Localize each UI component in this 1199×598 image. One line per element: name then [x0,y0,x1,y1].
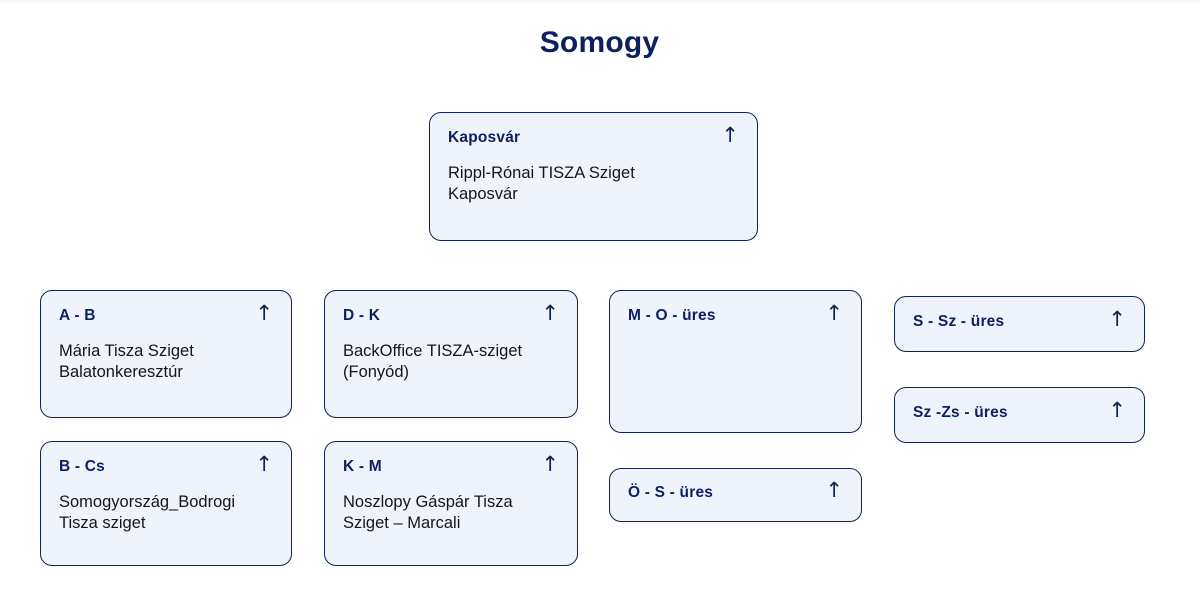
card-k-m[interactable]: K - M ↑ Noszlopy Gáspár Tisza Sziget – M… [324,441,578,566]
page-title: Somogy [539,26,660,59]
arrow-up-icon[interactable]: ↑ [541,452,559,476]
card-header: B - Cs ↑ [59,452,273,476]
card-body: BackOffice TISZA-sziget (Fonyód) [343,342,523,382]
card-body: Somogyország_Bodrogi Tisza sziget [59,493,236,533]
card-s-sz[interactable]: S - Sz - üres ↑ [894,296,1145,352]
arrow-up-icon[interactable]: ↑ [541,301,559,325]
card-title: Ö - S - üres [628,484,714,501]
card-title: Kaposvár [448,129,521,146]
arrow-up-icon[interactable]: ↑ [1108,398,1126,422]
card-title: A - B [59,307,96,324]
card-m-o[interactable]: M - O - üres ↑ [609,290,862,433]
card-body: Rippl-Rónai TISZA Sziget Kaposvár [448,164,635,204]
card-header: M - O - üres ↑ [628,301,843,325]
arrow-up-icon[interactable]: ↑ [721,123,739,147]
arrow-up-icon[interactable]: ↑ [825,301,843,325]
card-title: M - O - üres [628,307,716,324]
card-kaposvar[interactable]: Kaposvár ↑ Rippl-Rónai TISZA Sziget Kapo… [429,112,758,241]
arrow-up-icon[interactable]: ↑ [1108,307,1126,331]
card-header: S - Sz - üres ↑ [913,307,1126,331]
top-divider [0,0,1199,3]
card-header: Sz -Zs - üres ↑ [913,398,1126,422]
card-header: Kaposvár ↑ [448,123,739,147]
card-title: S - Sz - üres [913,313,1005,330]
card-body: Noszlopy Gáspár Tisza Sziget – Marcali [343,493,513,533]
card-header: Ö - S - üres ↑ [628,478,843,502]
card-body: Mária Tisza Sziget Balatonkeresztúr [59,342,194,382]
card-title: Sz -Zs - üres [913,404,1008,421]
arrow-up-icon[interactable]: ↑ [255,452,273,476]
card-b-cs[interactable]: B - Cs ↑ Somogyország_Bodrogi Tisza szig… [40,441,292,566]
card-sz-zs[interactable]: Sz -Zs - üres ↑ [894,387,1145,443]
card-title: K - M [343,458,382,475]
card-a-b[interactable]: A - B ↑ Mária Tisza Sziget Balatonkeresz… [40,290,292,418]
card-title: D - K [343,307,381,324]
arrow-up-icon[interactable]: ↑ [255,301,273,325]
card-o-s[interactable]: Ö - S - üres ↑ [609,468,862,522]
card-title: B - Cs [59,458,105,475]
card-header: A - B ↑ [59,301,273,325]
card-d-k[interactable]: D - K ↑ BackOffice TISZA-sziget (Fonyód) [324,290,578,418]
arrow-up-icon[interactable]: ↑ [825,478,843,502]
card-header: K - M ↑ [343,452,559,476]
card-header: D - K ↑ [343,301,559,325]
